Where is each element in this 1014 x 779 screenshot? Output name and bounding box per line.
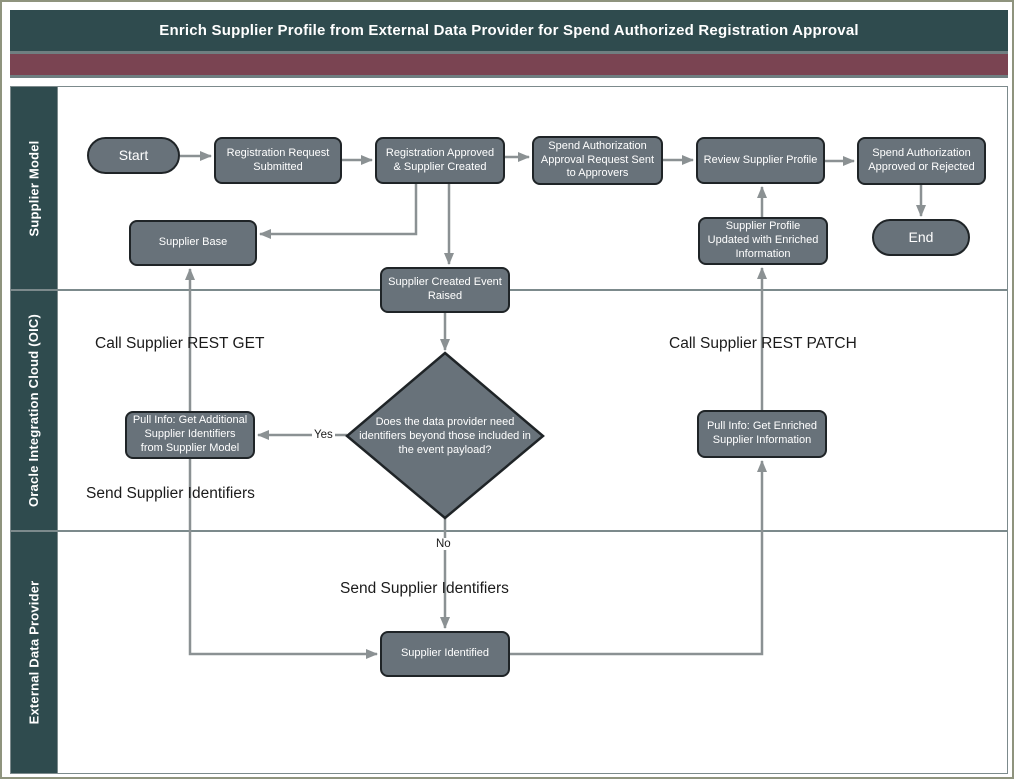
node-supplier-identified: Supplier Identified [380,631,510,677]
edge-label-call-supplier-rest-patch: Call Supplier REST PATCH [669,335,857,352]
node-label: Does the data provider need identifiers … [359,415,531,457]
lane-header-supplier-model: Supplier Model [11,87,58,289]
node-pull-info-additional-identifiers: Pull Info: Get Additional Supplier Ident… [125,411,255,459]
edge-label-send-supplier-identifiers-edp: Send Supplier Identifiers [340,580,509,597]
lane-header-external-data-provider: External Data Provider [11,532,58,773]
node-supplier-profile-updated: Supplier Profile Updated with Enriched I… [698,217,828,265]
edge-label-send-supplier-identifiers-oic: Send Supplier Identifiers [86,485,255,502]
node-pull-info-enriched-information: Pull Info: Get Enriched Supplier Informa… [697,410,827,458]
node-label: Supplier Identified [400,647,490,660]
node-label: Supplier Profile Updated with Enriched I… [707,220,819,260]
diagram-title: Enrich Supplier Profile from External Da… [159,22,859,39]
node-label: Pull Info: Get Additional Supplier Ident… [132,414,248,454]
lane-label: Oracle Integration Cloud (OIC) [26,313,42,508]
lane-body [58,532,1007,773]
node-label: Review Supplier Profile [703,153,818,166]
node-supplier-created-event-raised: Supplier Created Event Raised [380,267,510,313]
edge-label-no: No [434,538,453,550]
node-label: Registration Approved & Supplier Created [385,146,495,173]
diagram-title-bar: Enrich Supplier Profile from External Da… [10,10,1008,51]
node-end: End [872,219,970,256]
edge-label-yes: Yes [312,429,335,441]
node-decision-diamond: Does the data provider need identifiers … [355,406,535,466]
accent-stripe [10,51,1008,78]
edge-label-call-supplier-rest-get: Call Supplier REST GET [95,335,265,352]
lane-header-oracle-integration-cloud: Oracle Integration Cloud (OIC) [11,291,58,530]
node-label: Registration Request Submitted [226,146,330,173]
node-registration-approved-supplier-created: Registration Approved & Supplier Created [375,137,505,184]
node-label: Pull Info: Get Enriched Supplier Informa… [706,420,818,446]
node-spend-authorization-approved-or-rejected: Spend Authorization Approved or Rejected [857,137,986,185]
node-label: End [908,228,934,245]
node-start: Start [87,137,180,174]
node-label: Spend Authorization Approval Request Sen… [540,139,655,180]
node-supplier-base: Supplier Base [129,220,257,266]
lane-label: Supplier Model [26,140,42,236]
node-label: Start [118,146,149,163]
node-review-supplier-profile: Review Supplier Profile [696,137,825,184]
node-registration-request-submitted: Registration Request Submitted [214,137,342,184]
node-label: Supplier Created Event Raised [388,276,502,302]
lane-label: External Data Provider [26,580,42,725]
node-spend-authorization-approval-request: Spend Authorization Approval Request Sen… [532,136,663,185]
node-label: Supplier Base [158,236,228,249]
node-label: Spend Authorization Approved or Rejected [868,147,975,173]
